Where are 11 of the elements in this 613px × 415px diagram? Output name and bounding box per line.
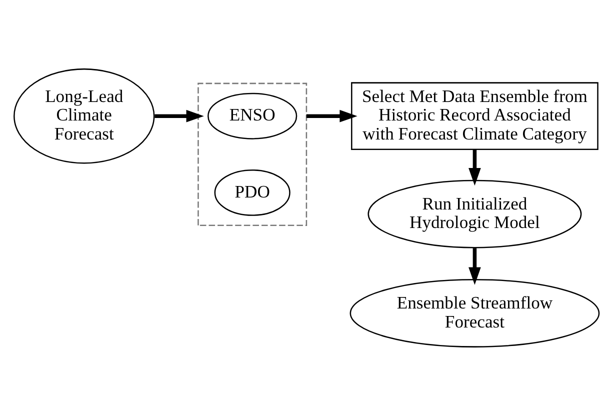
arrow [468,149,481,186]
node-ellipse: Ensemble Streamflow Forecast [350,278,600,347]
node-ellipse: ENSO [208,92,298,139]
node-ellipse: Run Initialized Hydrologic Model [368,179,582,248]
node-ellipse: PDO [214,168,290,216]
arrow [154,109,204,122]
arrow [468,248,481,284]
node-ellipse: Long-Lead Climate Forecast [14,68,155,164]
arrow [306,109,358,122]
node-box: Select Met Data Ensemble from Historic Record Associated with Forecast Climate Category [351,82,598,150]
cluster [198,82,308,226]
